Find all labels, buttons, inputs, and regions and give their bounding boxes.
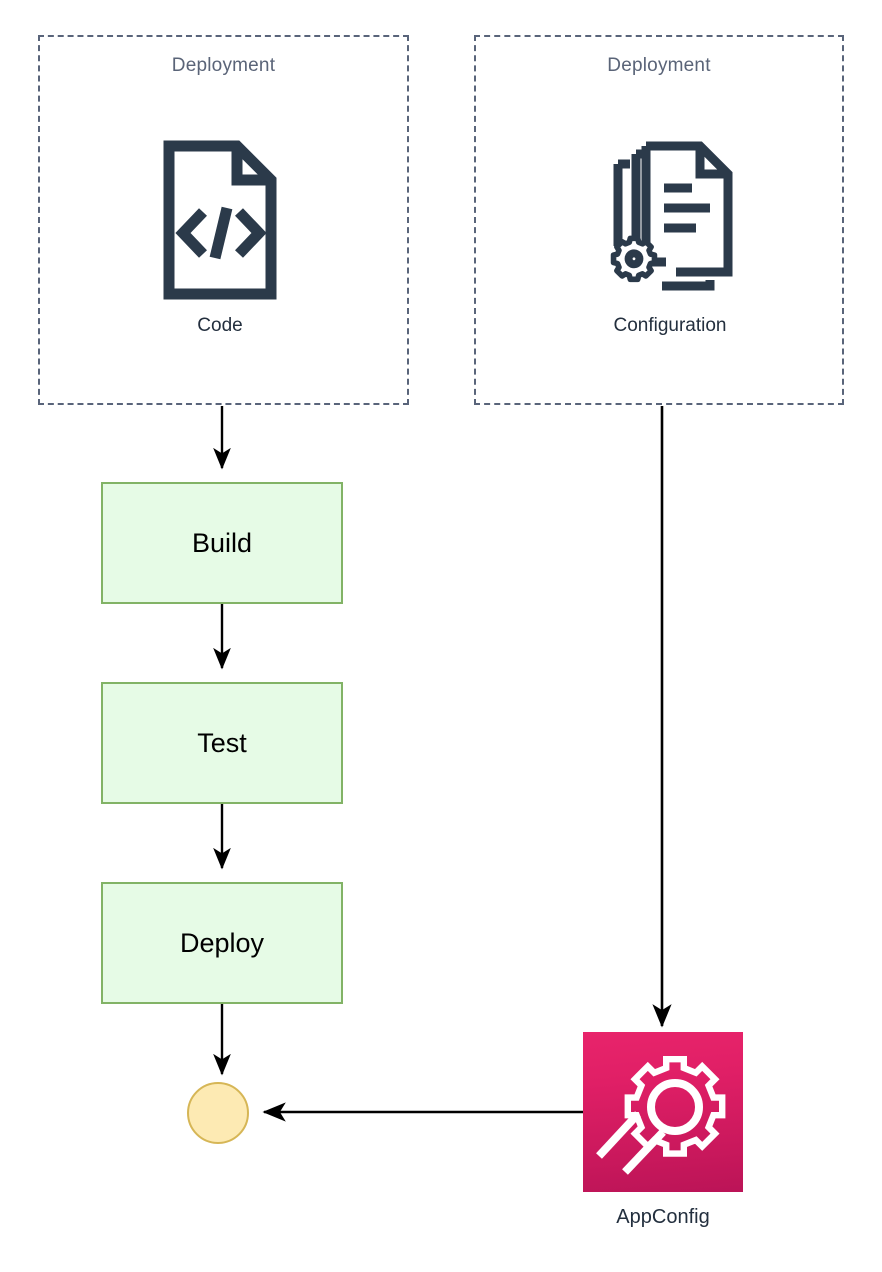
group-container-code[interactable]: Deployment <box>38 35 409 405</box>
node-configuration-label: Configuration <box>613 315 727 336</box>
node-endpoint-circle[interactable] <box>187 1082 249 1144</box>
process-box-deploy-label: Deploy <box>179 927 265 958</box>
node-appconfig[interactable]: AppConfig <box>583 1032 743 1229</box>
node-code[interactable]: Code <box>150 140 290 337</box>
group-title-code: Deployment <box>171 55 276 76</box>
group-title-configuration: Deployment <box>607 55 711 76</box>
appconfig-gear-speed-icon <box>583 1032 743 1192</box>
process-box-deploy[interactable]: Deploy <box>101 882 343 1004</box>
node-code-label: Code <box>197 315 243 336</box>
process-box-test-label: Test <box>197 727 247 758</box>
node-appconfig-label: AppConfig <box>616 1206 710 1228</box>
process-box-build[interactable]: Build <box>101 482 343 604</box>
group-container-configuration[interactable]: Deployment <box>474 35 844 405</box>
code-file-icon <box>161 140 279 305</box>
process-box-build-label: Build <box>191 527 253 558</box>
process-box-test[interactable]: Test <box>101 682 343 804</box>
configuration-documents-gear-icon <box>600 140 740 305</box>
node-configuration[interactable]: Configuration <box>590 140 750 337</box>
